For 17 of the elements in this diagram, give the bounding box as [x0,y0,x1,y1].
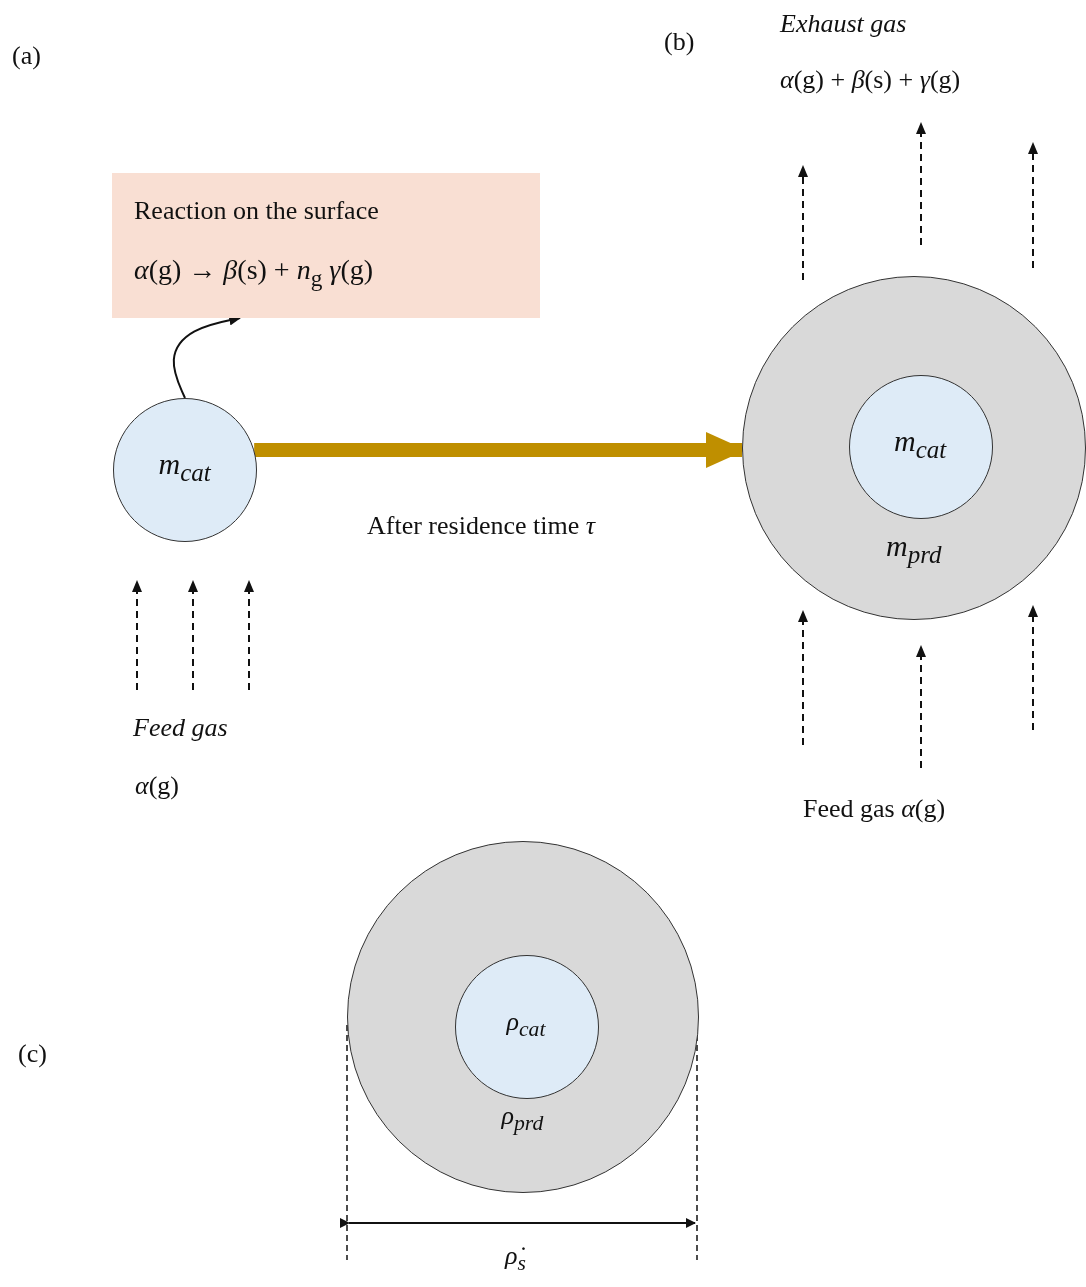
equation-text: α(g) [135,770,179,802]
text-label: Exhaust gas [780,8,907,40]
symbol-label: m$_{cat}$ [894,422,947,465]
text-label: Feed gas α(g) [803,793,946,825]
dimension-label: ρ̇$_{s}$ [505,1240,526,1277]
panel-label: (a) [12,40,41,72]
panel-label: (c) [18,1038,47,1070]
text-label: Feed gas [133,712,228,744]
symbol-label: m$_{prd}$ [886,528,942,570]
symbol-label: m$_{cat}$ [158,446,211,488]
reaction-box [112,173,540,318]
symbol-label: ρ$_{prd}$ [501,1100,544,1137]
symbol-label: ρ$_{cat}$ [506,1005,546,1042]
panel-label: (b) [664,26,695,58]
equation-text: α(g) → β(s) + n$_{g}$ γ(g) [134,253,374,293]
box-heading: Reaction on the surface [134,195,379,227]
equation-text: α(g) + β(s) + γ(g) [780,64,961,96]
